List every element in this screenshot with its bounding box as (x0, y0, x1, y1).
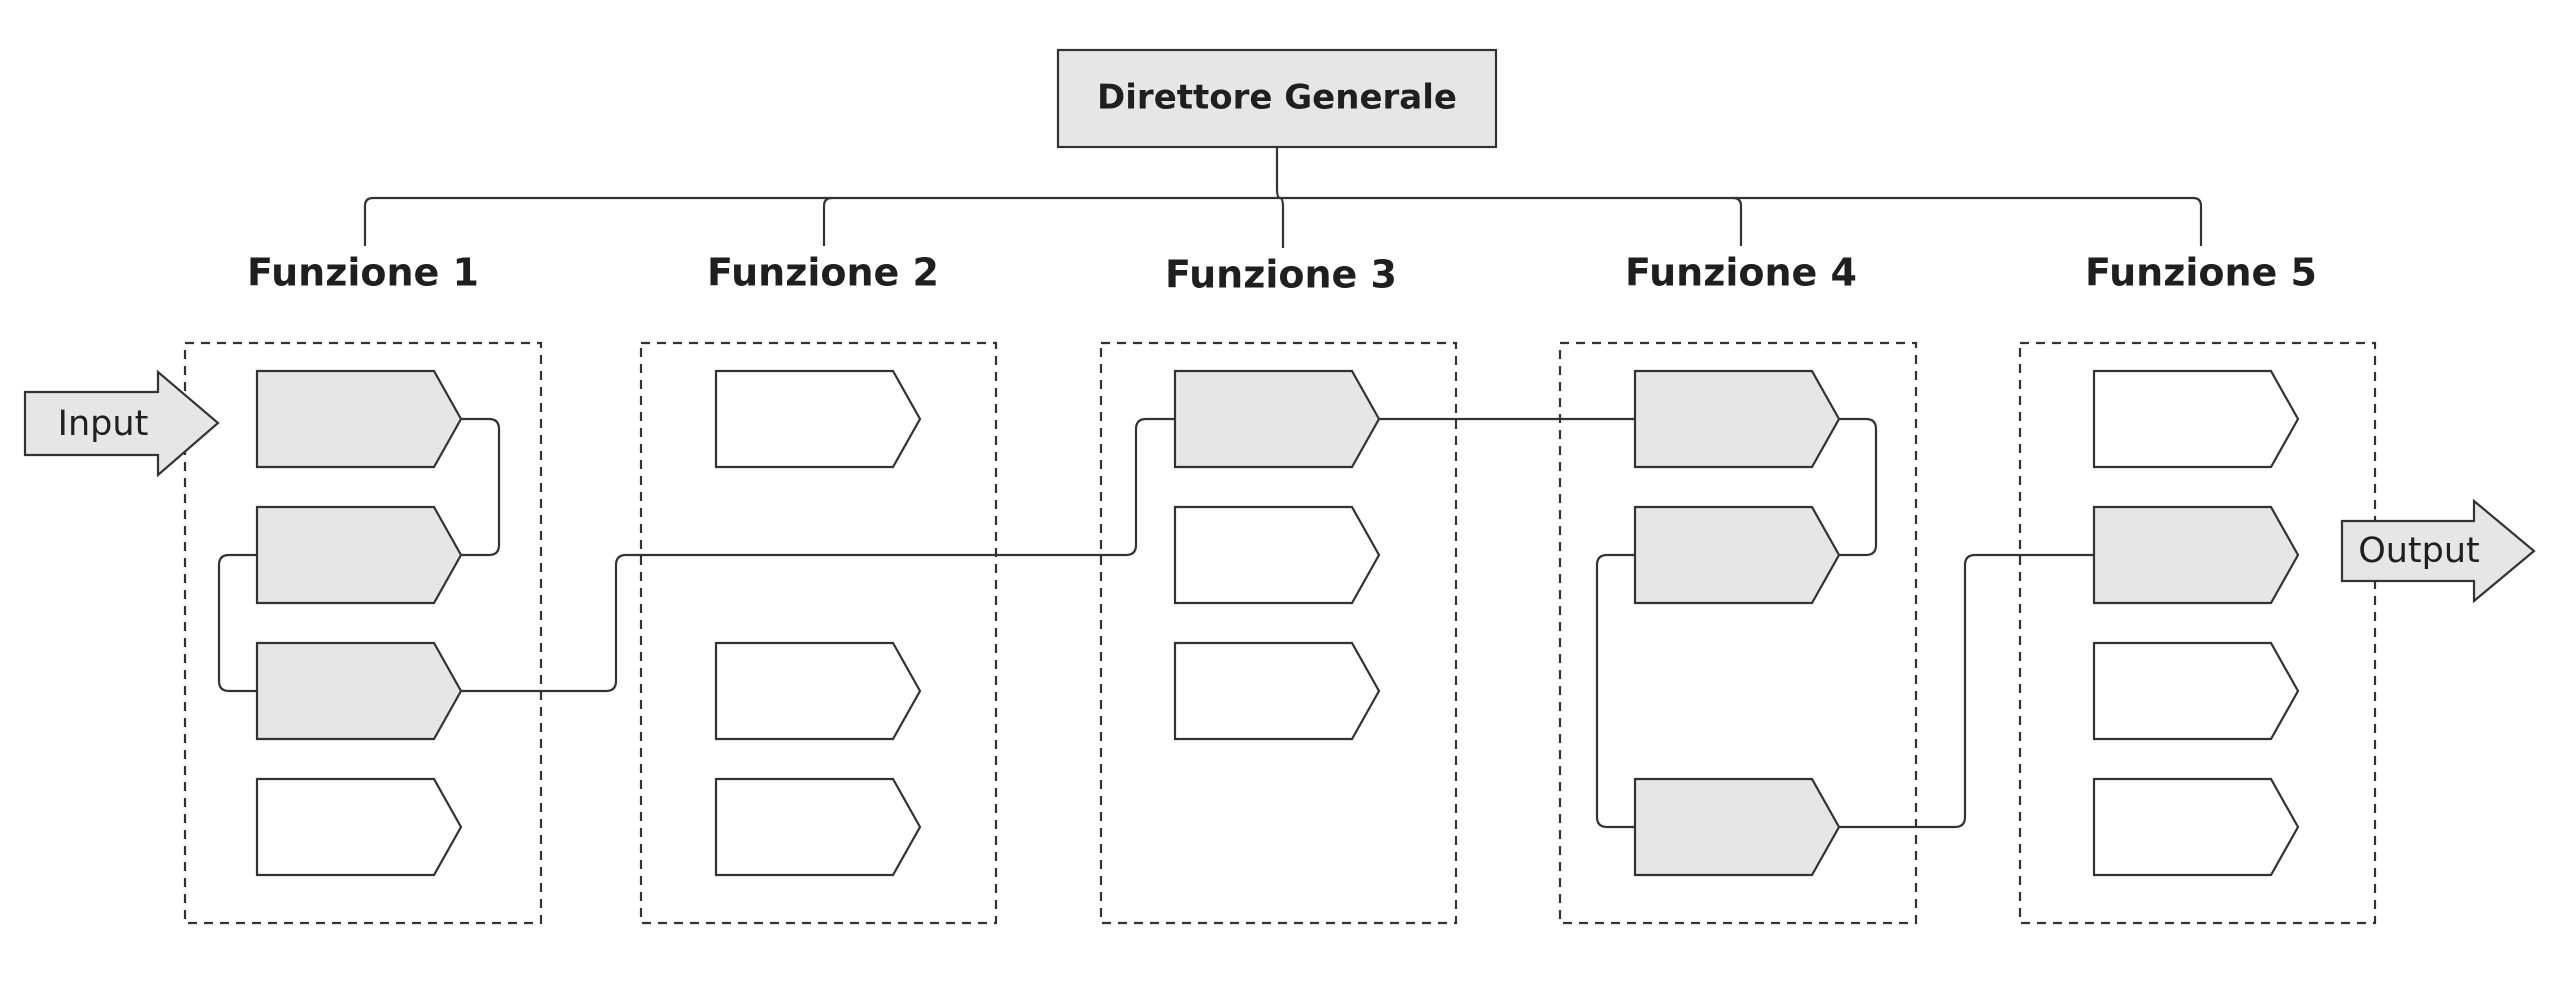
output-arrow-shape (2340, 498, 2536, 604)
function-container-2 (639, 341, 998, 925)
flow-link-f4-2-4 (1595, 553, 1635, 829)
function-container-3 (1099, 341, 1458, 925)
process-step-f4-1 (1633, 369, 1841, 469)
bus-drop-4 (1732, 196, 1743, 246)
process-step-f5-2 (2092, 505, 2300, 605)
process-step-f1-1 (255, 369, 463, 469)
function-title-5: Funzione 5 (2085, 251, 2317, 295)
process-step-f3-3 (1173, 641, 1381, 741)
process-step-f3-2 (1173, 505, 1381, 605)
output-arrow: Output (2340, 498, 2536, 604)
flow-connectors (217, 417, 2094, 829)
input-label: Input (58, 404, 149, 444)
function-container-4 (1558, 341, 1918, 925)
process-step-f2-1 (714, 369, 922, 469)
process-steps (255, 369, 2300, 877)
process-step-f4-4 (1633, 777, 1841, 877)
process-step-f1-4 (255, 777, 463, 877)
function-title-1: Funzione 1 (247, 251, 479, 295)
process-step-f2-4 (714, 777, 922, 877)
flow-link-f1-2-3 (217, 553, 257, 693)
output-label: Output (2358, 531, 2480, 571)
director-node: Direttore Generale (1056, 48, 1498, 149)
director-label: Direttore Generale (1097, 78, 1457, 118)
process-step-f5-4 (2092, 777, 2300, 877)
process-step-f1-2 (255, 505, 463, 605)
function-title-3: Funzione 3 (1165, 253, 1397, 297)
flow-link-f1-f3 (461, 417, 1175, 693)
process-step-f1-3 (255, 641, 463, 741)
org-connectors (363, 147, 2203, 248)
function-container-1 (183, 341, 543, 925)
function-title-2: Funzione 2 (707, 251, 939, 295)
org-bus (363, 196, 2203, 246)
function-container-5 (2018, 341, 2377, 925)
bus-drop-2 (822, 196, 833, 246)
process-step-f5-1 (2092, 369, 2300, 469)
input-arrow: Input (23, 369, 220, 478)
process-step-f5-3 (2092, 641, 2300, 741)
function-title-4: Funzione 4 (1625, 251, 1857, 295)
flow-link-f4-1-2 (1839, 417, 1878, 557)
process-step-f2-3 (714, 641, 922, 741)
process-step-f3-1 (1173, 369, 1381, 469)
flow-link-f4-f5 (1839, 553, 2094, 829)
director-box (1056, 48, 1498, 149)
input-arrow-shape (23, 369, 220, 478)
process-step-f4-2 (1633, 505, 1841, 605)
flow-link-f1-1-2 (461, 417, 501, 557)
